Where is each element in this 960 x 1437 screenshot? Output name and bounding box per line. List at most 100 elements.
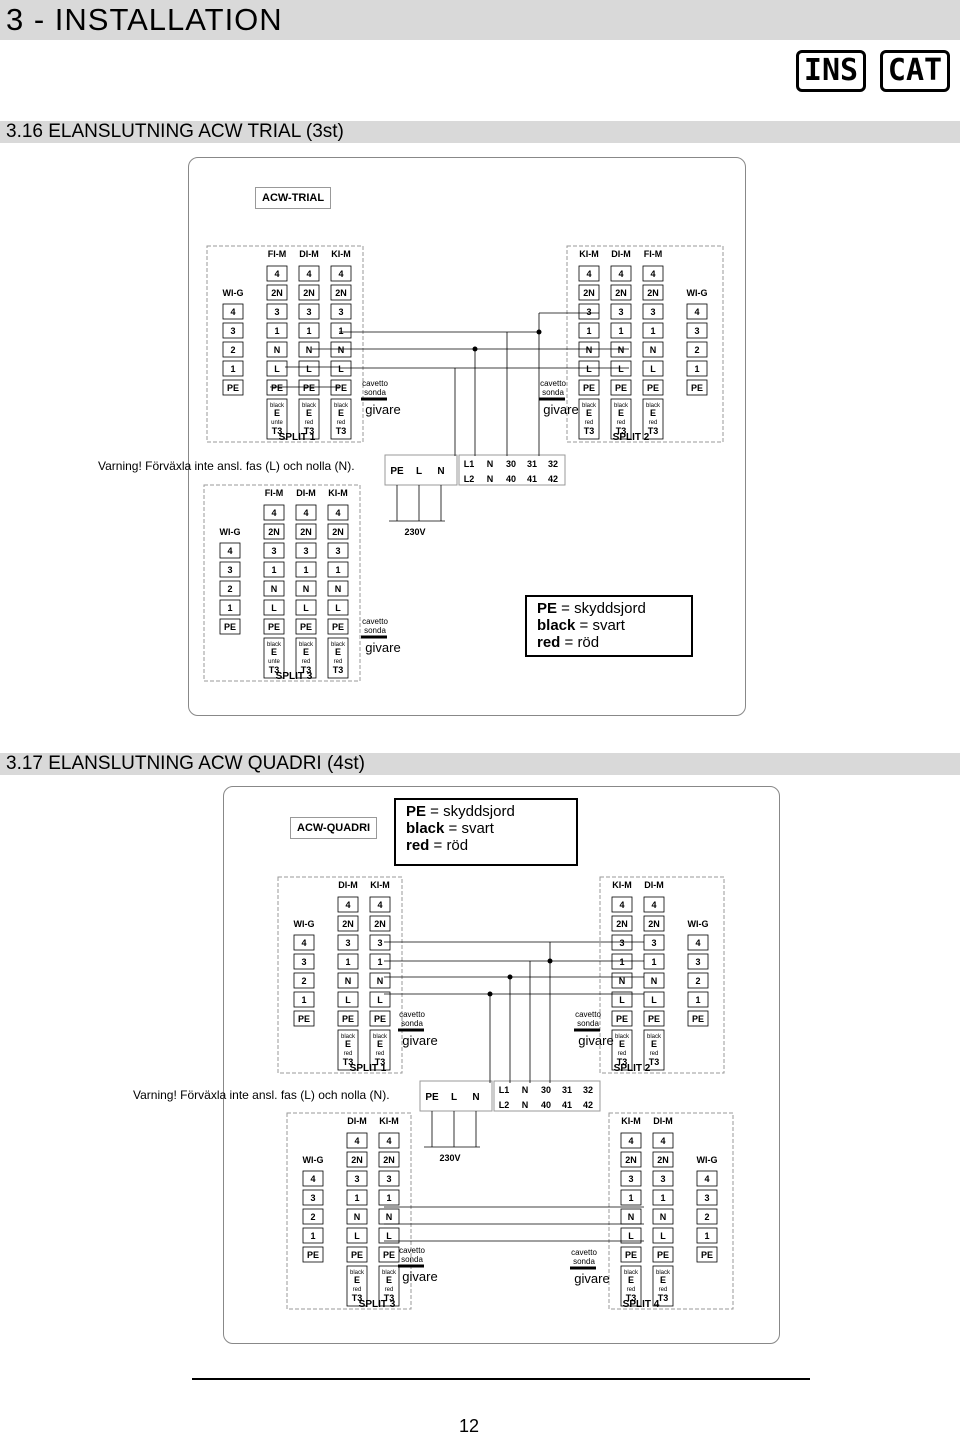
terminal-label: 2N	[374, 919, 386, 929]
terminal-box	[337, 953, 359, 970]
terminal-label: PE	[268, 622, 280, 632]
terminal-box	[642, 360, 664, 377]
supply-terminal: 40	[506, 474, 516, 484]
terminal-box	[652, 1227, 674, 1244]
terminal-label: 3	[619, 938, 624, 948]
terminal-box	[298, 322, 320, 339]
wire-color-label: red	[305, 420, 314, 426]
wire-color-label: black	[656, 1270, 671, 1276]
probe-label: sonda	[364, 388, 386, 397]
terminal-box	[327, 561, 349, 578]
terminal-label: 4	[230, 307, 235, 317]
terminal-label: PE	[374, 1014, 386, 1024]
terminal-label: T3	[343, 1057, 354, 1067]
legend-box-trial: PE = skyddsjord black = svart red = röd	[525, 595, 693, 657]
terminal-label: 1	[338, 326, 343, 336]
terminal-box	[337, 915, 359, 932]
terminal-box	[327, 618, 349, 635]
wire-color-label: red	[337, 420, 346, 426]
terminal-box	[611, 915, 633, 932]
terminal-label: 1	[230, 364, 235, 374]
terminal-box	[302, 1208, 324, 1225]
supply-terminal: N	[522, 1085, 529, 1095]
terminal-label: 1	[271, 565, 276, 575]
terminal-box	[219, 580, 241, 597]
terminal-box	[263, 637, 285, 679]
terminal-label: 4	[386, 1136, 391, 1146]
wire-color-label: red	[344, 1051, 353, 1057]
terminal-label: N	[377, 976, 384, 986]
terminal-box	[643, 953, 665, 970]
terminal-label: 2N	[351, 1155, 363, 1165]
probe-label: cavetto	[399, 1010, 425, 1019]
terminal-box	[378, 1151, 400, 1168]
terminal-box	[696, 1246, 718, 1263]
terminal-label: N	[345, 976, 352, 986]
terminal-box	[610, 322, 632, 339]
terminal-label: N	[271, 584, 278, 594]
terminal-label: 2N	[583, 288, 595, 298]
terminal-label: 3	[310, 1193, 315, 1203]
terminal-label: T3	[649, 1057, 660, 1067]
terminal-label: N	[650, 345, 657, 355]
terminal-box	[687, 953, 709, 970]
terminal-box	[263, 561, 285, 578]
terminal-label: N	[274, 345, 281, 355]
terminal-label: T3	[648, 426, 659, 436]
terminal-panel	[277, 876, 403, 1074]
terminal-label: PE	[648, 1014, 660, 1024]
terminal-label: 4	[354, 1136, 359, 1146]
module-label: KI-M	[370, 880, 390, 890]
terminal-box	[611, 991, 633, 1008]
terminal-box	[298, 265, 320, 282]
terminal-label: PE	[271, 383, 283, 393]
wire-color-label: black	[334, 403, 349, 409]
terminal-box	[378, 1246, 400, 1263]
split-label: SPLIT 3	[359, 1299, 396, 1310]
wire-color-label: red	[618, 1051, 627, 1057]
terminal-label: 2	[694, 345, 699, 355]
wire-color-label: black	[373, 1034, 388, 1040]
supply-terminal: 41	[527, 474, 537, 484]
terminal-box	[620, 1189, 642, 1206]
legend-row-black: black = svart	[537, 617, 625, 634]
terminal-label: PE	[691, 383, 703, 393]
supply-terminal: 30	[541, 1085, 551, 1095]
section-heading-bar: 3.17 ELANSLUTNING ACW QUADRI (4st)	[0, 753, 960, 775]
sensor-label: givare	[402, 1269, 437, 1284]
wire-color-label: red	[627, 1287, 636, 1293]
terminal-box	[643, 972, 665, 989]
terminal-label: T3	[352, 1293, 363, 1303]
wire-color-label: black	[382, 1270, 397, 1276]
terminal-label: 4	[310, 1174, 315, 1184]
terminal-box	[610, 341, 632, 358]
terminal-label: PE	[647, 383, 659, 393]
terminal-box	[652, 1208, 674, 1225]
wire-color-label: black	[331, 642, 346, 648]
supply-terminal: 42	[583, 1100, 593, 1110]
wire-color-label: unte	[271, 420, 283, 426]
terminal-box	[620, 1265, 642, 1307]
wire-color-label: red	[302, 659, 311, 665]
module-label: KI-M	[331, 249, 351, 259]
wire-color-label: red	[649, 420, 658, 426]
terminal-label: 2	[227, 584, 232, 594]
terminal-label: 1	[377, 957, 382, 967]
supply-terminal: L	[451, 1092, 457, 1103]
probe-label: sonda	[401, 1255, 423, 1264]
terminal-box	[263, 580, 285, 597]
terminal-box	[330, 341, 352, 358]
terminal-box	[578, 398, 600, 440]
terminal-box	[293, 934, 315, 951]
wire-color-label: black	[614, 403, 629, 409]
terminal-label: T3	[384, 1293, 395, 1303]
terminal-label: N	[386, 1212, 393, 1222]
terminal-label: 3	[618, 307, 623, 317]
terminal-label: 1	[274, 326, 279, 336]
terminal-label: 3	[271, 546, 276, 556]
terminal-box	[346, 1227, 368, 1244]
terminal-label: E	[345, 1039, 351, 1049]
terminal-box	[642, 379, 664, 396]
terminal-label: 3	[303, 546, 308, 556]
supply-terminal: N	[522, 1100, 529, 1110]
